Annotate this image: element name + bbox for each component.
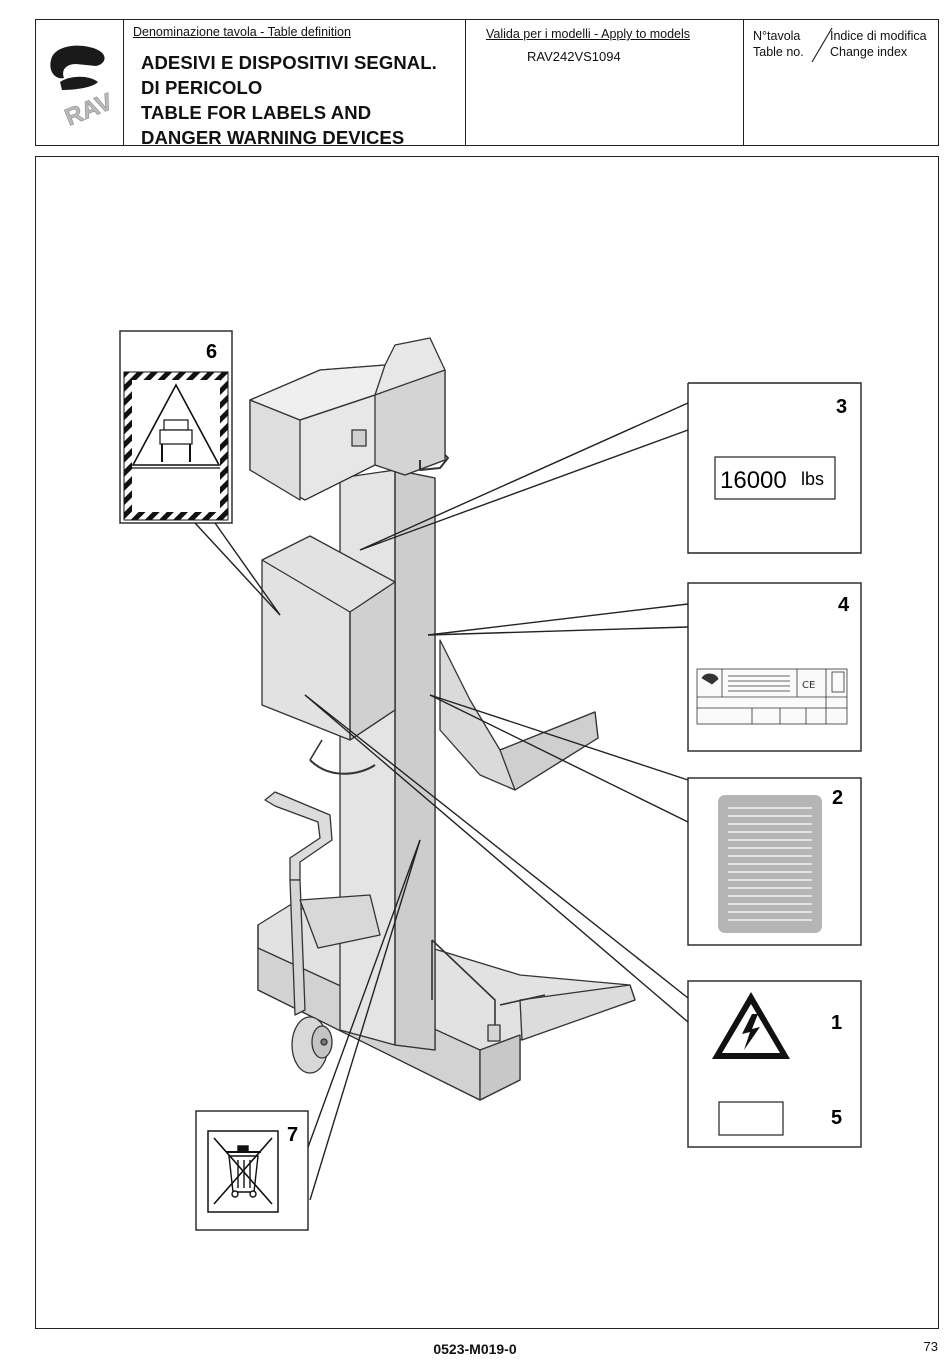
callout-number-2: 2: [832, 787, 843, 809]
callout-4-box: 4 CE: [688, 583, 861, 751]
blank-label-5: [719, 1102, 783, 1135]
callout-number-3: 3: [836, 396, 847, 418]
callout-3-box: 3 16000 lbs: [688, 383, 861, 553]
callout-number-5: 5: [831, 1107, 842, 1129]
callout-6-box: 6: [120, 331, 232, 523]
capacity-unit: lbs: [801, 469, 824, 489]
callout-7-box: 7: [196, 1111, 308, 1230]
callout-number-4: 4: [838, 594, 850, 616]
capacity-value: 16000: [720, 467, 787, 494]
callout-number-1: 1: [831, 1012, 842, 1034]
document-code: 0523-M019-0: [0, 1341, 950, 1357]
identification-plate-icon: CE: [697, 669, 847, 724]
svg-text:CE: CE: [802, 680, 815, 691]
callout-number-7: 7: [287, 1124, 298, 1146]
callout-2-box: 2: [688, 778, 861, 945]
page-number: 73: [924, 1339, 938, 1354]
callout-number-6: 6: [206, 341, 217, 363]
callout-1-5-box: 1 5: [688, 981, 861, 1147]
